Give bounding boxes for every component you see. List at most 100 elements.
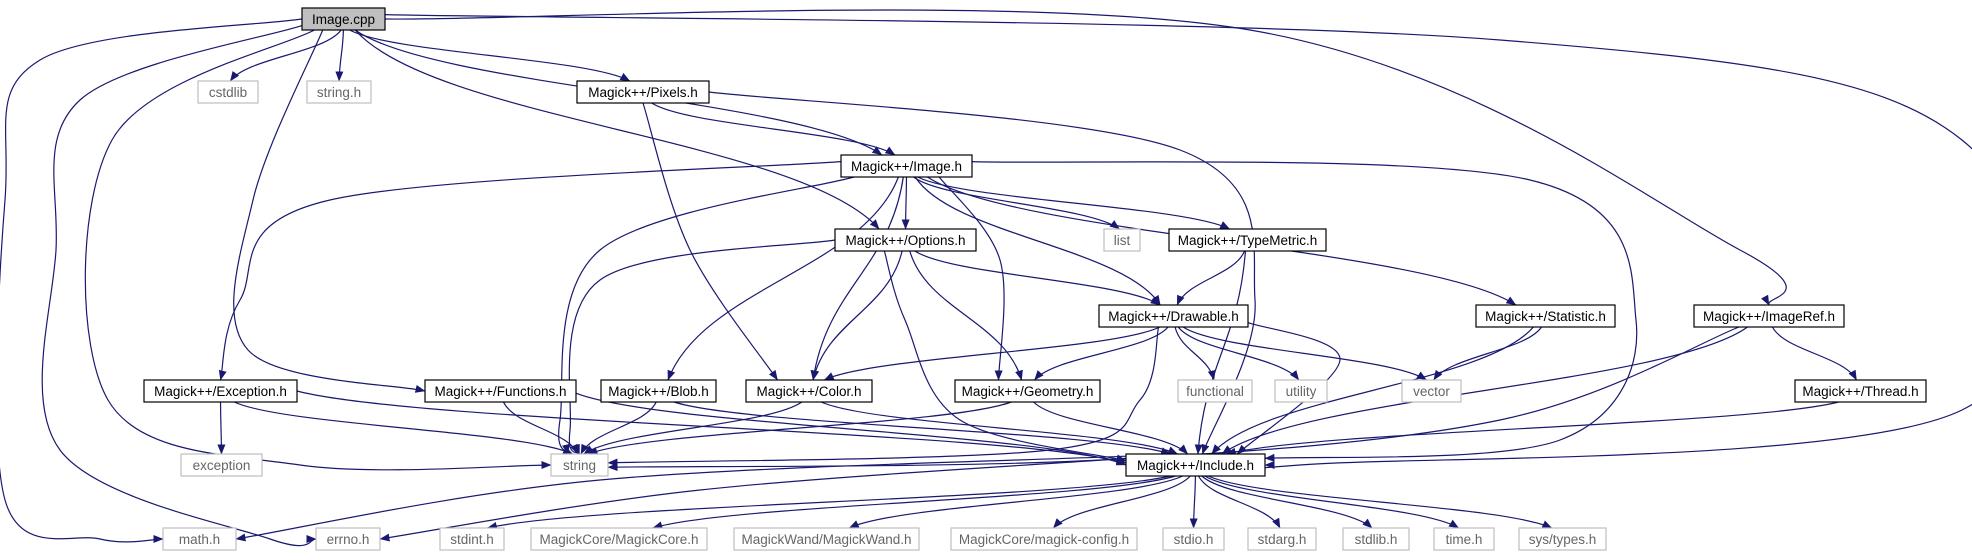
edge-drawable-to-functional <box>1174 326 1216 381</box>
edge-statistic-to-vector <box>1433 326 1543 381</box>
node-label: Magick++/ImageRef.h <box>1703 309 1835 324</box>
edge-include-to-math_h <box>235 455 1127 542</box>
edge-include-to-time_h <box>1204 475 1460 529</box>
node-functional: functional <box>1177 379 1253 403</box>
edge-include-to-systypes_h <box>1208 475 1553 529</box>
node-label: Magick++/Thread.h <box>1802 384 1918 399</box>
edge-blob-to-include <box>673 401 1172 455</box>
node-blob[interactable]: Magick++/Blob.h <box>600 379 717 403</box>
node-box <box>439 527 505 551</box>
node-label: stdlib.h <box>1355 532 1398 547</box>
node-image-cpp[interactable]: Image.cpp <box>301 7 386 31</box>
node-image-h[interactable]: Magick++/Image.h <box>840 154 973 178</box>
node-label: Magick++/Blob.h <box>608 384 709 399</box>
node-exception-h[interactable]: Magick++/Exception.h <box>143 379 298 403</box>
node-stdlib-h: stdlib.h <box>1342 527 1410 551</box>
node-label: list <box>1114 233 1131 248</box>
node-label: vector <box>1413 384 1450 399</box>
node-label: Magick++/Exception.h <box>154 384 287 399</box>
node-statistic[interactable]: Magick++/Statistic.h <box>1475 304 1616 328</box>
node-magickconfig: MagickCore/magick-config.h <box>950 527 1138 551</box>
node-label: MagickCore/magick-config.h <box>959 532 1129 547</box>
edge-image_cpp-to-functions <box>233 29 426 393</box>
edge-image_cpp-to-imageref <box>384 9 1787 306</box>
node-time-h: time.h <box>1433 527 1495 551</box>
node-imageref[interactable]: Magick++/ImageRef.h <box>1693 304 1845 328</box>
edge-geometry-to-string <box>587 401 1012 455</box>
edge-image_h-to-list <box>913 176 1120 230</box>
node-geometry[interactable]: Magick++/Geometry.h <box>954 379 1101 403</box>
node-functions[interactable]: Magick++/Functions.h <box>424 379 577 403</box>
node-label: MagickCore/MagickCore.h <box>539 532 698 547</box>
node-box <box>576 80 710 104</box>
node-thread[interactable]: Magick++/Thread.h <box>1794 379 1927 403</box>
node-box <box>1401 379 1462 403</box>
edge-functions-to-include <box>575 392 1127 466</box>
node-label: time.h <box>1446 532 1483 547</box>
node-box <box>745 379 873 403</box>
edge-include-to-stdio_h <box>1189 475 1198 529</box>
node-label: functional <box>1186 384 1244 399</box>
edge-imageref-to-string <box>607 326 1740 472</box>
node-label: string <box>563 458 596 473</box>
node-box <box>306 80 372 104</box>
edge-pixels-to-include <box>708 91 1256 455</box>
edge-image_cpp-to-math_h <box>0 18 303 544</box>
node-label: Magick++/Pixels.h <box>588 85 698 100</box>
edge-include-to-stdint_h <box>486 475 1171 530</box>
edge-image_cpp-to-string <box>84 29 552 471</box>
edge-drawable-to-geometry <box>1034 326 1169 381</box>
node-list: list <box>1103 228 1141 252</box>
node-box <box>1342 527 1410 551</box>
node-label: stdio.h <box>1174 532 1214 547</box>
node-label: Magick++/Include.h <box>1137 458 1254 473</box>
edge-include-to-magickwand <box>848 475 1183 529</box>
node-box <box>1475 304 1616 328</box>
node-box <box>1693 304 1845 328</box>
node-box <box>424 379 577 403</box>
node-box <box>1125 453 1266 477</box>
edge-imageref-to-include <box>1221 326 1748 455</box>
edges-layer <box>0 9 1972 547</box>
node-magickcore: MagickCore/MagickCore.h <box>530 527 708 551</box>
node-cstdlib: cstdlib <box>197 80 259 104</box>
node-pixels[interactable]: Magick++/Pixels.h <box>576 80 710 104</box>
node-utility: utility <box>1274 379 1328 403</box>
edge-drawable-to-utility <box>1177 326 1300 381</box>
node-label: Magick++/Geometry.h <box>962 384 1094 399</box>
node-vector: vector <box>1401 379 1462 403</box>
node-label: Magick++/Functions.h <box>434 384 566 399</box>
node-include[interactable]: Magick++/Include.h <box>1125 453 1266 477</box>
edge-drawable-to-include <box>1236 322 1341 455</box>
edge-drawable-to-color <box>823 326 1161 381</box>
edge-include-to-magickcore <box>652 475 1176 530</box>
edge-image_h-to-drawable <box>914 176 1161 306</box>
node-label: stdarg.h <box>1258 532 1307 547</box>
node-options[interactable]: Magick++/Options.h <box>834 228 977 252</box>
edge-image_h-to-typemetric <box>917 176 1231 230</box>
edge-image_h-to-color <box>810 176 904 381</box>
node-box <box>162 527 237 551</box>
edge-exception_h-to-string <box>233 401 574 455</box>
edge-statistic-to-include <box>1211 326 1534 455</box>
edge-functions-to-string <box>502 401 579 455</box>
node-stdarg-h: stdarg.h <box>1247 527 1317 551</box>
edge-imageref-to-thread <box>1771 326 1858 381</box>
node-box <box>1518 527 1607 551</box>
node-typemetric[interactable]: Magick++/TypeMetric.h <box>1168 228 1327 252</box>
edge-image_cpp-to-string_h <box>335 29 345 82</box>
node-exception: exception <box>180 453 263 477</box>
edge-include-to-magickconfig <box>1052 475 1191 529</box>
node-stdint-h: stdint.h <box>439 527 505 551</box>
edge-image_h-to-string <box>558 176 855 455</box>
edge-typemetric-to-drawable <box>1176 250 1246 306</box>
node-color[interactable]: Magick++/Color.h <box>745 379 873 403</box>
edge-options-to-include <box>883 250 1127 463</box>
edge-pixels-to-image_h <box>651 102 896 156</box>
node-drawable[interactable]: Magick++/Drawable.h <box>1098 304 1249 328</box>
edge-include-to-errno_h <box>379 457 1127 542</box>
edge-include-to-stdarg_h <box>1197 475 1281 529</box>
node-box <box>1794 379 1927 403</box>
edge-options-to-color <box>811 250 903 381</box>
node-label: Magick++/TypeMetric.h <box>1178 233 1318 248</box>
